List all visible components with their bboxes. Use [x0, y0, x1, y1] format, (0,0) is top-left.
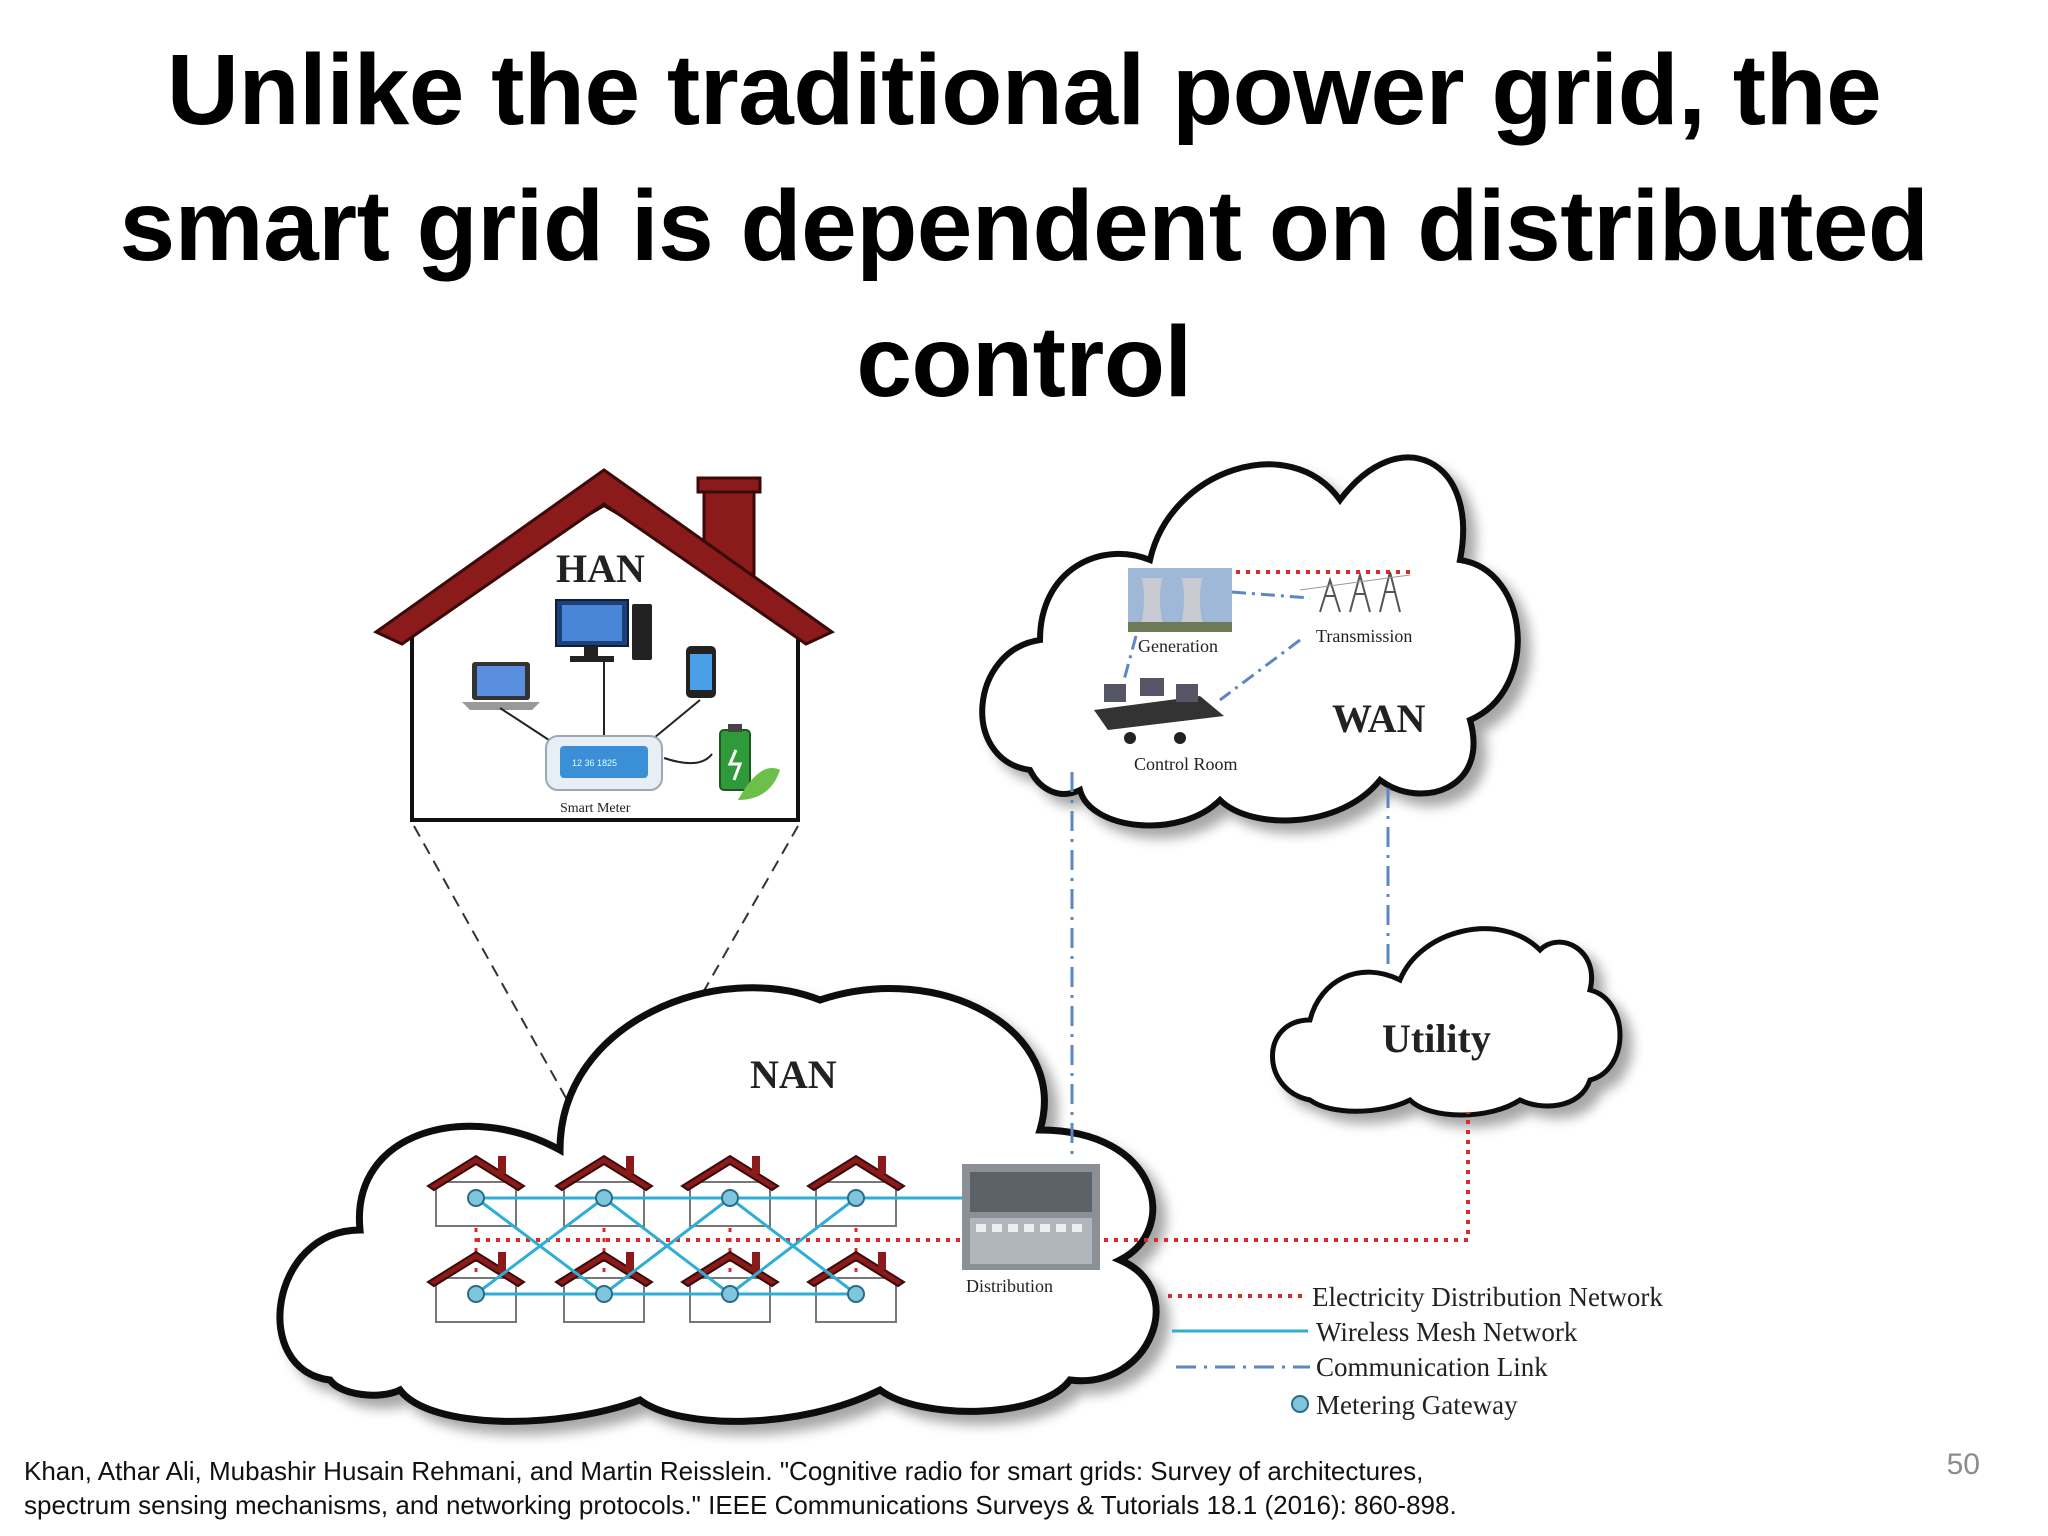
- smart-meter-label: Smart Meter: [560, 801, 631, 816]
- slide-number: 50: [1946, 1448, 1980, 1481]
- metering-gateway-top-4: [847, 1189, 865, 1207]
- distribution-label: Distribution: [966, 1276, 1053, 1296]
- metering-gateway-top-1: [467, 1189, 485, 1207]
- smart-meter-icon: 12 36 1825: [545, 735, 663, 791]
- laptop-icon: [462, 662, 540, 710]
- nan-house-bottom-3-chimney: [752, 1252, 760, 1270]
- desktop-computer-icon: [555, 599, 652, 662]
- metering-gateway-bottom-2: [595, 1285, 613, 1303]
- nan-house-top-1-chimney: [498, 1156, 506, 1174]
- legend-electricity-label: Electricity Distribution Network: [1312, 1282, 1663, 1312]
- metering-gateway-bottom-4: [847, 1285, 865, 1303]
- nan-house-top-4-chimney: [878, 1156, 886, 1174]
- battery-icon: [719, 724, 780, 800]
- nan-house-bottom-4-roof: [806, 1250, 906, 1288]
- metering-gateway-bottom-3: [721, 1285, 739, 1303]
- nan-house-top-2-chimney: [626, 1156, 634, 1174]
- nan-house-bottom-2-chimney: [626, 1252, 634, 1270]
- title-line-2: smart grid is dependent on distributed: [119, 170, 1929, 282]
- mesh-diag-up-1: [475, 1196, 605, 1296]
- legend-gateway-swatch: [1291, 1395, 1309, 1413]
- nan-mesh-network: [426, 1154, 962, 1323]
- nan-house-top-1-roof: [426, 1154, 526, 1192]
- nan-house-bottom-4-chimney: [878, 1252, 886, 1270]
- legend-communication-label: Communication Link: [1316, 1352, 1548, 1382]
- citation-line-2: spectrum sensing mechanisms, and network…: [24, 1490, 1457, 1520]
- control-room-label: Control Room: [1134, 754, 1238, 774]
- nan-house-bottom-3-roof: [680, 1250, 780, 1288]
- legend-wireless-label: Wireless Mesh Network: [1316, 1317, 1578, 1347]
- wan-label: WAN: [1332, 696, 1425, 741]
- nan-house-top-2-roof: [554, 1154, 654, 1192]
- title-line-3: control: [856, 306, 1192, 418]
- nan-label: NAN: [750, 1052, 837, 1097]
- citation-line-1: Khan, Athar Ali, Mubashir Husain Rehmani…: [24, 1456, 1424, 1486]
- distribution-icon: [962, 1164, 1100, 1270]
- nan-house-bottom-2-roof: [554, 1250, 654, 1288]
- svg-text:12 36 1825: 12 36 1825: [572, 758, 617, 768]
- generation-label: Generation: [1138, 636, 1218, 656]
- mesh-diag-up-2: [603, 1196, 731, 1296]
- legend-metering-label: Metering Gateway: [1316, 1390, 1518, 1420]
- metering-gateway-top-3: [721, 1189, 739, 1207]
- legend: Electricity Distribution Network Wireles…: [1168, 1282, 1663, 1420]
- metering-gateway-bottom-1: [467, 1285, 485, 1303]
- nan-house-top-3-chimney: [752, 1156, 760, 1174]
- communication-links: [1070, 772, 1390, 1160]
- electricity-line-utility: [1104, 1112, 1470, 1242]
- generation-icon: [1128, 568, 1232, 632]
- nan-house-top-3-roof: [680, 1154, 780, 1192]
- house-roof: [373, 468, 835, 646]
- metering-gateway-top-2: [595, 1189, 613, 1207]
- citation: Khan, Athar Ali, Mubashir Husain Rehmani…: [24, 1454, 1924, 1522]
- wan-cloud: [979, 454, 1521, 829]
- title-line-1: Unlike the traditional power grid, the: [166, 34, 1882, 146]
- nan-house-bottom-1-roof: [426, 1250, 526, 1288]
- transmission-label: Transmission: [1316, 626, 1412, 646]
- nan-house-bottom-1-chimney: [498, 1252, 506, 1270]
- han-house: HAN 12 36 1: [373, 468, 835, 822]
- nan-house-top-4-roof: [806, 1154, 906, 1192]
- han-label: HAN: [556, 546, 645, 591]
- phone-icon: [686, 646, 716, 698]
- mesh-diag-up-3: [729, 1196, 857, 1296]
- transmission-icon: [1299, 571, 1411, 613]
- control-room-icon: [1094, 678, 1224, 744]
- utility-label: Utility: [1382, 1016, 1491, 1061]
- slide-title: Unlike the traditional power grid, the s…: [40, 22, 2008, 430]
- utility-cloud: [1270, 926, 1623, 1118]
